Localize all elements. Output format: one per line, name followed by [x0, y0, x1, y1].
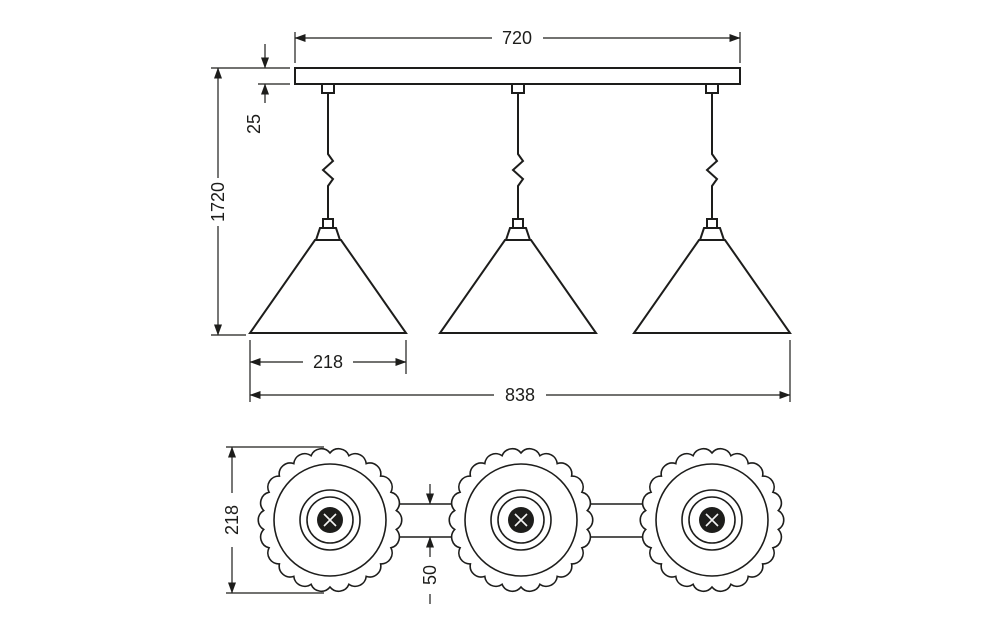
plan-shade-3 [639, 447, 785, 593]
dim-canopy-thickness: 25 [244, 44, 290, 134]
dim-shade-diameter-elevation: 218 [249, 340, 407, 402]
pendant-assembly-2 [439, 83, 597, 334]
elevation-view: 720 25 1720 218 [208, 28, 791, 405]
plan-view: 218 50 [222, 446, 785, 604]
ceiling-canopy-bar [294, 67, 741, 85]
pendant-assembly-3 [633, 83, 791, 334]
dim-label-shade-diameter: 218 [313, 352, 343, 372]
plan-shade-2 [448, 447, 594, 593]
dim-label-canopy-length: 720 [502, 28, 532, 48]
plan-shade-1 [257, 447, 403, 593]
dim-label-shade-diameter-plan: 218 [222, 505, 242, 535]
dim-shade-diameter-plan: 218 [222, 446, 324, 594]
dim-label-max-height: 1720 [208, 182, 228, 222]
dim-label-overall-width: 838 [505, 385, 535, 405]
dim-canopy-length: 720 [294, 28, 741, 63]
dim-label-canopy-thickness: 25 [244, 114, 264, 134]
canopy-bar-plan [394, 503, 648, 538]
dim-max-height: 1720 [208, 67, 290, 336]
dim-overall-width: 838 [249, 340, 791, 405]
pendant-assembly-1 [249, 83, 407, 334]
dim-canopy-depth: 50 [420, 484, 440, 604]
dim-label-canopy-depth: 50 [420, 565, 440, 585]
